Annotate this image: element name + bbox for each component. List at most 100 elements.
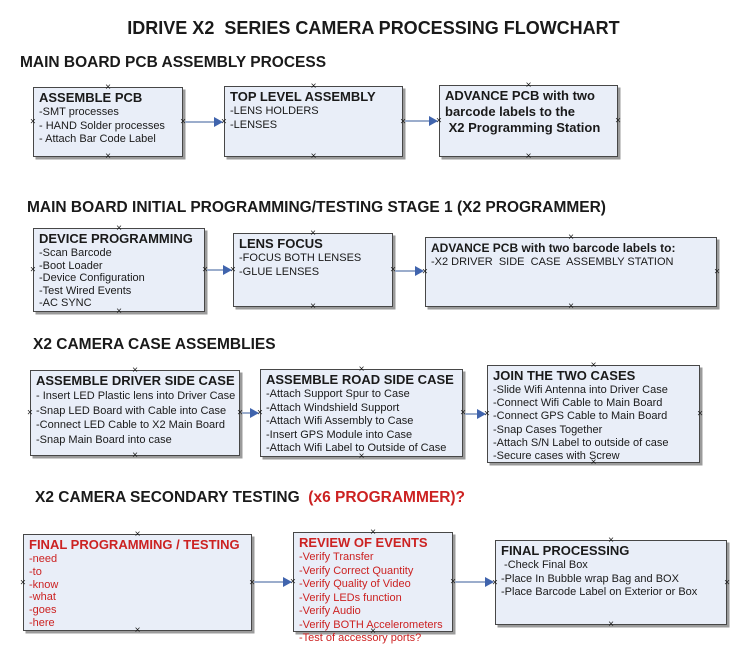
box-text-line: -Slide Wifi Antenna into Driver Case bbox=[493, 384, 668, 396]
box-title: LENS FOCUS bbox=[239, 236, 323, 251]
connection-point-icon: × bbox=[697, 408, 703, 420]
box-title: DEVICE PROGRAMMING bbox=[39, 231, 193, 246]
box-text-line: -X2 DRIVER SIDE CASE ASSEMBLY STATION bbox=[431, 256, 674, 268]
arrow-line bbox=[185, 121, 216, 123]
arrow-head-icon bbox=[250, 408, 259, 418]
box-text-line: -Verify Audio bbox=[299, 605, 361, 617]
section-heading-main-board-pcb-assembly: MAIN BOARD PCB ASSEMBLY PROCESS bbox=[20, 54, 326, 72]
arrow-head-icon bbox=[214, 117, 223, 127]
box-title: FINAL PROGRAMMING / TESTING bbox=[29, 537, 240, 552]
arrow-head-icon bbox=[415, 266, 424, 276]
box-title: FINAL PROCESSING bbox=[501, 543, 630, 558]
box-text-line: -FOCUS BOTH LENSES bbox=[239, 252, 362, 264]
box-text-line: -Connect GPS Cable to Main Board bbox=[493, 410, 668, 423]
connection-point-icon: × bbox=[608, 619, 614, 630]
box-text-line: -Connect LED Cable to X2 Main Board bbox=[36, 419, 225, 431]
box-text-line: -to bbox=[29, 565, 42, 578]
box-text-line: -LENS HOLDERS bbox=[230, 105, 319, 117]
box-title: REVIEW OF EVENTS bbox=[299, 535, 428, 550]
box-text-line: -Snap LED Board with Cable into Case bbox=[36, 404, 227, 417]
flow-box-top-level-assembly: TOP LEVEL ASSEMBLY-LENS HOLDERS-LENSES××… bbox=[221, 82, 406, 162]
box-text-line: -Scan Barcode bbox=[39, 247, 112, 259]
box-text-line: -know bbox=[29, 578, 59, 591]
box-text-line: -Secure cases with Screw bbox=[493, 450, 620, 463]
box-title: ASSEMBLE DRIVER SIDE CASE bbox=[36, 373, 235, 388]
arrow-head-icon bbox=[429, 116, 438, 126]
connection-point-icon: × bbox=[20, 577, 26, 588]
box-text-line: -Connect Wifi Cable to Main Board bbox=[493, 397, 663, 410]
box-text-line: -Check Final Box bbox=[501, 559, 588, 571]
connection-point-icon: × bbox=[27, 407, 33, 419]
box-title-line: barcode labels to the bbox=[445, 104, 576, 119]
box-text-line: -what bbox=[29, 591, 56, 604]
box-text-line: -Insert GPS Module into Case bbox=[266, 428, 413, 441]
box-text-line: -Boot Loader bbox=[39, 259, 103, 272]
connection-point-icon: × bbox=[714, 266, 720, 278]
box-title: ASSEMBLE ROAD SIDE CASE bbox=[266, 372, 454, 387]
connection-point-icon: × bbox=[30, 264, 36, 276]
flow-box-assemble-driver-side-case: ASSEMBLE DRIVER SIDE CASE - Insert LED Pl… bbox=[27, 366, 243, 461]
box-text-line: -Attach S/N Label to outside of case bbox=[493, 436, 669, 449]
box-text-line: -goes bbox=[29, 604, 57, 617]
connection-point-icon: × bbox=[30, 116, 36, 128]
flow-box-assemble-road-side-case: ASSEMBLE ROAD SIDE CASE-Attach Support S… bbox=[257, 365, 466, 462]
box-title-line: ADVANCE PCB with two bbox=[445, 88, 595, 103]
arrow-line bbox=[242, 412, 252, 414]
section-heading-camera-secondary-testing: X2 CAMERA SECONDARY TESTING (x6 PROGRAMM… bbox=[35, 489, 465, 507]
box-text-line: -Place In Bubble wrap Bag and BOX bbox=[501, 572, 679, 585]
connection-point-icon: × bbox=[568, 301, 574, 312]
box-text-line: -Verify LEDs function bbox=[299, 591, 402, 604]
connection-point-icon: × bbox=[310, 151, 317, 162]
connection-point-icon: × bbox=[615, 115, 621, 127]
box-text-line: - Attach Bar Code Label bbox=[39, 133, 156, 145]
box-text-line: -Device Configuration bbox=[39, 272, 145, 285]
page-title: IDRIVE X2 SERIES CAMERA PROCESSING FLOWC… bbox=[127, 18, 620, 38]
arrow-line bbox=[254, 581, 285, 583]
arrow-head-icon bbox=[223, 265, 232, 275]
heading-text-run: X2 CAMERA SECONDARY TESTING bbox=[35, 489, 300, 506]
connection-point-icon: × bbox=[105, 151, 111, 162]
box-text-line: -Snap Main Board into case bbox=[36, 433, 172, 446]
box-text-line: -Test Wired Events bbox=[39, 284, 132, 297]
heading-text-run: X2 CAMERA CASE ASSEMBLIES bbox=[33, 336, 276, 353]
section-heading-camera-case-assemblies: X2 CAMERA CASE ASSEMBLIES bbox=[33, 336, 276, 354]
heading-text-run: MAIN BOARD PCB ASSEMBLY PROCESS bbox=[20, 54, 327, 71]
box-text-line: - HAND Solder processes bbox=[39, 119, 165, 132]
arrow-line bbox=[455, 581, 487, 583]
box-text-line: -here bbox=[29, 616, 55, 629]
box-text-line: -Snap Cases Together bbox=[493, 423, 603, 436]
box-title: ADVANCE PCB with two barcode labels to: bbox=[431, 241, 676, 255]
box-text-line: -Attach Wifi Label to Outside of Case bbox=[266, 442, 447, 454]
box-text-line: -AC SYNC bbox=[39, 297, 92, 310]
box-text-line: -Place Barcode Label on Exterior or Box bbox=[501, 586, 698, 598]
flow-box-advance-pcb-to-driver-side-case: ADVANCE PCB with two barcode labels to:-… bbox=[422, 233, 720, 312]
heading-text-run: MAIN BOARD INITIAL PROGRAMMING/TESTING S… bbox=[27, 199, 606, 216]
box-text-line: - Insert LED Plastic lens into Driver Ca… bbox=[36, 390, 236, 402]
box-text-line: -SMT processes bbox=[39, 106, 119, 118]
box-title: TOP LEVEL ASSEMBLY bbox=[230, 89, 376, 104]
box-text-line: -Attach Windshield Support bbox=[266, 401, 400, 414]
arrow-line bbox=[465, 413, 479, 415]
box-text-line: -Verify BOTH Accelerometers bbox=[299, 618, 443, 631]
box-text-line: -Verify Correct Quantity bbox=[299, 564, 414, 577]
arrow-head-icon bbox=[485, 577, 494, 587]
heading-text-run: (x6 PROGRAMMER)? bbox=[299, 489, 466, 506]
arrow-line bbox=[405, 120, 431, 122]
box-text-line: -Attach Wifi Assembly to Case bbox=[266, 415, 414, 427]
flow-box-review-of-events: REVIEW OF EVENTS-Verify Transfer-Verify … bbox=[290, 528, 456, 645]
box-text-line: -GLUE LENSES bbox=[239, 265, 320, 278]
connection-point-icon: × bbox=[132, 450, 138, 461]
box-title: JOIN THE TWO CASES bbox=[493, 368, 636, 383]
flow-box-join-the-two-cases: JOIN THE TWO CASES-Slide Wifi Antenna in… bbox=[484, 361, 703, 468]
flow-box-lens-focus: LENS FOCUS-FOCUS BOTH LENSES-GLUE LENSES… bbox=[230, 229, 396, 312]
arrow-head-icon bbox=[477, 409, 486, 419]
connection-point-icon: × bbox=[724, 577, 730, 588]
flow-box-final-programming-testing: FINAL PROGRAMMING / TESTING-need-to-know… bbox=[20, 530, 255, 636]
box-text-line: -Attach Support Spur to Case bbox=[266, 388, 410, 400]
connection-point-icon: × bbox=[310, 301, 316, 312]
flow-box-final-processing: FINAL PROCESSING -Check Final Box-Place … bbox=[492, 536, 730, 630]
section-heading-main-board-initial-programming: MAIN BOARD INITIAL PROGRAMMING/TESTING S… bbox=[27, 199, 606, 217]
box-text-line: -Test of accessory ports? bbox=[299, 632, 422, 644]
